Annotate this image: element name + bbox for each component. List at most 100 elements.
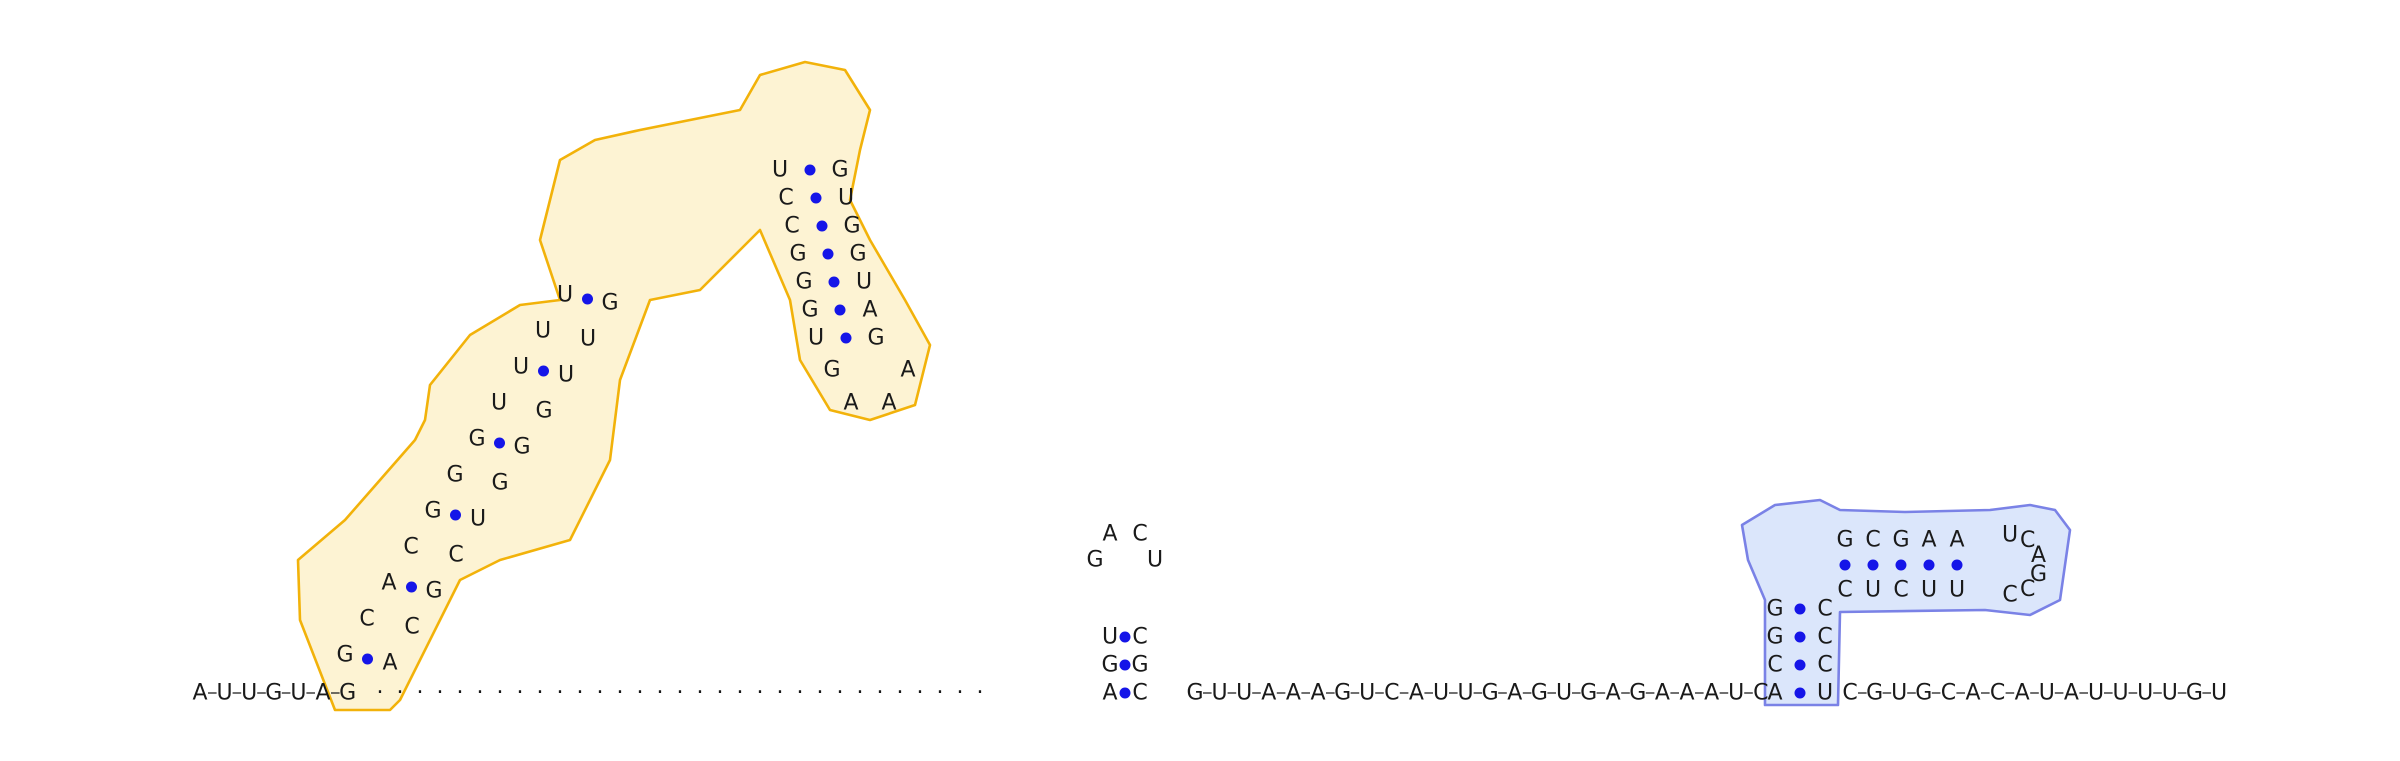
base-pair-dot: [450, 509, 461, 521]
unpaired-linker-dot: ·: [897, 681, 904, 706]
base-pair-dot: [816, 220, 828, 232]
stemB-right-nucleotide: C: [1132, 625, 1147, 650]
helix1-3p-nucleotide: G: [425, 579, 442, 604]
stemC-right-nucleotide: C: [1817, 625, 1832, 650]
base-pair-dot: [1951, 559, 1963, 571]
stemA-right-nucleotide: G: [843, 214, 860, 239]
tail-3p-nucleotide: U: [2088, 681, 2104, 706]
stemC-inner-bottom-nucleotide: C: [1893, 578, 1908, 603]
unpaired-linker-dot: ·: [957, 681, 964, 706]
stemA-right-nucleotide: U: [856, 270, 872, 295]
blue-domain-highlight: [1740, 498, 2072, 707]
tail-5p-nucleotide: U: [290, 681, 306, 706]
stemA-left-nucleotide: U: [772, 158, 788, 183]
stemC-inner-bottom-nucleotide: U: [1949, 578, 1965, 603]
unpaired-linker-dot: ·: [677, 681, 684, 706]
base-pair-dot: [1119, 631, 1131, 643]
tail-3p-nucleotide: U: [2039, 681, 2055, 706]
helix1-3p-nucleotide: C: [404, 615, 419, 640]
stemC-inner-bottom-nucleotide: C: [1837, 578, 1852, 603]
base-pair-dot: [1794, 659, 1806, 671]
middle-nucleotide: A: [1507, 681, 1522, 706]
base-pair-dot: [1119, 659, 1131, 671]
unpaired-linker-dot: ·: [937, 681, 944, 706]
unpaired-linker-dot: ·: [877, 681, 884, 706]
helix1-5p-nucleotide: U: [535, 319, 551, 344]
middle-nucleotide: A: [1704, 681, 1719, 706]
hairpinB-loop-nucleotide: C: [1132, 522, 1147, 547]
middle-nucleotide: G: [1580, 681, 1597, 706]
middle-nucleotide: U: [1433, 681, 1449, 706]
tail-5p-nucleotide: U: [217, 681, 233, 706]
helix1-3p-nucleotide: U: [470, 507, 486, 532]
unpaired-linker-dot: ·: [417, 681, 424, 706]
stemB-left-nucleotide: A: [1102, 681, 1117, 706]
middle-nucleotide: A: [1261, 681, 1276, 706]
stemC-inner-bottom-nucleotide: U: [1865, 578, 1881, 603]
unpaired-linker-dot: ·: [737, 681, 744, 706]
stemC-inner-bottom-nucleotide: U: [1921, 578, 1937, 603]
tail-3p-nucleotide: U: [2162, 681, 2178, 706]
tail-3p-nucleotide: U: [2113, 681, 2129, 706]
base-pair-dot: [828, 276, 840, 288]
middle-nucleotide: U: [1212, 681, 1228, 706]
tail-3p-nucleotide: A: [2064, 681, 2079, 706]
tail-3p-nucleotide: C: [1941, 681, 1956, 706]
stemB-right-nucleotide: C: [1132, 681, 1147, 706]
unpaired-linker-dot: ·: [697, 681, 704, 706]
tail-3p-nucleotide: U: [2211, 681, 2227, 706]
stemA-right-nucleotide: G: [849, 242, 866, 267]
base-pair-dot: [1867, 559, 1879, 571]
hairpinC-loop-nucleotide: G: [2030, 562, 2047, 587]
hairpinA-loop-nucleotide: A: [881, 390, 896, 415]
yellow-domain-highlight: [296, 60, 932, 712]
tail-5p-nucleotide: G: [339, 681, 356, 706]
base-pair-dot: [822, 248, 834, 260]
tail-3p-nucleotide: G: [1866, 681, 1883, 706]
stemC-right-nucleotide: U: [1817, 681, 1833, 706]
stemA-right-nucleotide: A: [862, 298, 877, 323]
tail-5p-nucleotide: A: [192, 681, 207, 706]
unpaired-linker-dot: ·: [437, 681, 444, 706]
tail-3p-nucleotide: A: [2015, 681, 2030, 706]
unpaired-linker-dot: ·: [717, 681, 724, 706]
stemB-left-nucleotide: U: [1102, 625, 1118, 650]
helix1-3p-nucleotide: G: [535, 399, 552, 424]
stemC-right-nucleotide: C: [1817, 653, 1832, 678]
hairpinB-loop-nucleotide: G: [1086, 548, 1103, 573]
hairpinC-loop-nucleotide: C: [2020, 528, 2035, 553]
hairpinA-loop-nucleotide: A: [843, 390, 858, 415]
base-pair-dot: [1119, 687, 1131, 699]
base-pair-dot: [582, 293, 593, 305]
unpaired-linker-dot: ·: [577, 681, 584, 706]
base-pair-dot: [494, 437, 505, 449]
tail-3p-nucleotide: A: [1965, 681, 1980, 706]
stemC-inner-top-nucleotide: G: [1836, 528, 1853, 553]
hairpinC-loop-nucleotide: U: [2002, 523, 2018, 548]
stemA-left-nucleotide: C: [778, 186, 793, 211]
highlight-layer: [296, 60, 2072, 712]
helix1-3p-nucleotide: G: [601, 291, 618, 316]
middle-nucleotide: G: [1482, 681, 1499, 706]
unpaired-linker-dot: ·: [457, 681, 464, 706]
stemA-right-nucleotide: G: [831, 158, 848, 183]
base-pair-dot: [810, 192, 822, 204]
middle-nucleotide: G: [1186, 681, 1203, 706]
base-pair-dot: [834, 304, 846, 316]
stemC-inner-top-nucleotide: G: [1892, 528, 1909, 553]
unpaired-linker-dot: ·: [377, 681, 384, 706]
tail-3p-nucleotide: G: [2186, 681, 2203, 706]
tail-5p-nucleotide: A: [315, 681, 330, 706]
hairpinB-loop-nucleotide: A: [1102, 522, 1117, 547]
base-pair-dot: [1895, 559, 1907, 571]
hairpinC-loop-nucleotide: C: [2002, 583, 2017, 608]
middle-nucleotide: C: [1384, 681, 1399, 706]
unpaired-linker-dot: ·: [397, 681, 404, 706]
unpaired-linker-dot: ·: [857, 681, 864, 706]
helix1-3p-nucleotide: G: [491, 471, 508, 496]
unpaired-linker-dot: ·: [557, 681, 564, 706]
middle-nucleotide: U: [1236, 681, 1252, 706]
stemA-left-nucleotide: G: [801, 298, 818, 323]
